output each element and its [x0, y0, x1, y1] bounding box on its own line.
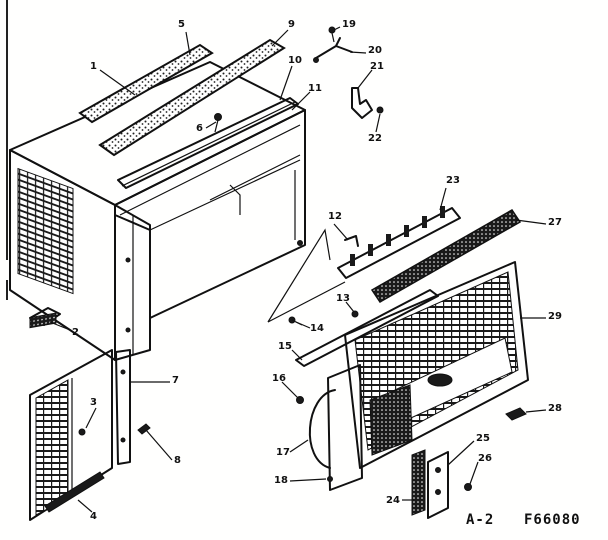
- callout-13: 13: [336, 293, 350, 304]
- callout-17: 17: [276, 447, 290, 458]
- callout-27: 27: [548, 217, 562, 228]
- callout-21: 21: [370, 61, 384, 72]
- part-24-bracket: [411, 449, 426, 516]
- figure-code: F66080: [524, 512, 581, 528]
- callout-19: 19: [342, 19, 356, 30]
- side-panel: [29, 349, 113, 521]
- callout-22: 22: [368, 133, 382, 144]
- part-7-strip: [115, 349, 131, 465]
- callout-25: 25: [476, 433, 490, 444]
- leader-lines: [49, 26, 547, 513]
- callout-18: 18: [274, 475, 288, 486]
- part-4-strip: [44, 471, 105, 513]
- callout-4: 4: [90, 511, 97, 522]
- callout-6: 6: [196, 123, 203, 134]
- part-9-rail: [98, 38, 286, 157]
- callout-2: 2: [72, 327, 79, 338]
- page-code: A-2: [466, 512, 495, 528]
- part-27-grille-strip: [370, 209, 522, 303]
- part-3-screw: [78, 428, 86, 436]
- part-23-control-bracket: [337, 206, 461, 279]
- part-28-screw: [505, 407, 527, 421]
- part-17-filter: [309, 364, 363, 491]
- callout-23: 23: [446, 175, 460, 186]
- part-18-screw: [327, 476, 333, 482]
- callout-1: 1: [90, 61, 97, 72]
- callout-7: 7: [172, 375, 179, 386]
- part-6-screw: [214, 113, 222, 121]
- callout-29: 29: [548, 311, 562, 322]
- part-25-plate: [427, 451, 449, 519]
- part-22-screw: [376, 106, 384, 114]
- part-29-front-grille: [344, 261, 529, 469]
- callout-12: 12: [328, 211, 342, 222]
- callout-10: 10: [288, 55, 302, 66]
- part-8-screw: [137, 423, 151, 435]
- part-21-bracket: [351, 87, 373, 119]
- callout-16: 16: [272, 373, 286, 384]
- part-5-rail: [78, 43, 214, 124]
- callout-26: 26: [478, 453, 492, 464]
- detail-pointer: [267, 228, 331, 323]
- part-16-screw: [296, 396, 304, 404]
- part-26-screw: [464, 483, 472, 491]
- callout-5: 5: [178, 19, 185, 30]
- part-20-clip: [315, 37, 353, 59]
- callout-15: 15: [278, 341, 292, 352]
- part-2-knob: [29, 307, 61, 329]
- callout-8: 8: [174, 455, 181, 466]
- callout-20: 20: [368, 45, 382, 56]
- callout-3: 3: [90, 397, 97, 408]
- callout-28: 28: [548, 403, 562, 414]
- part-13-screw: [351, 310, 359, 318]
- callout-11: 11: [308, 83, 322, 94]
- callout-9: 9: [288, 19, 295, 30]
- callout-14: 14: [310, 323, 324, 334]
- callout-24: 24: [386, 495, 400, 506]
